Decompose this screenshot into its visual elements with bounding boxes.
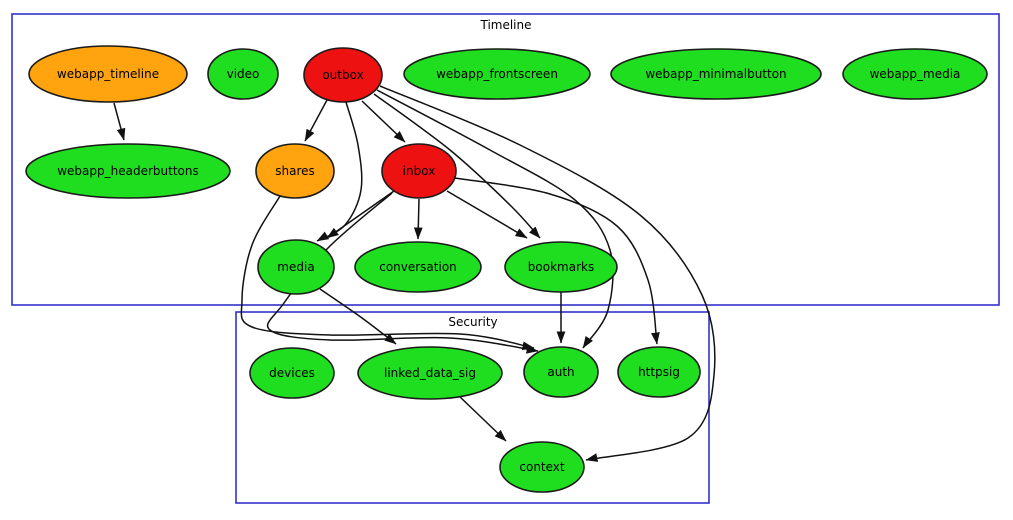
node-webapp_timeline (28, 45, 188, 103)
cluster-timeline-box (11, 13, 1000, 306)
node-label-bookmarks: bookmarks (528, 260, 594, 274)
node-devices (249, 347, 335, 399)
cluster-security-label: Security (448, 315, 497, 329)
node-shares (255, 143, 335, 199)
node-media (257, 239, 335, 295)
node-webapp_headerbuttons (25, 143, 231, 199)
node-label-outbox: outbox (322, 68, 363, 82)
edge-inbox-to-media (326, 190, 395, 239)
edge-inbox-to-conversation (413, 198, 423, 240)
edge-outbox-to-context (379, 85, 716, 462)
edge-linked_data_sig-to-context (458, 395, 507, 442)
node-label-shares: shares (275, 164, 315, 178)
cluster-timeline-label: Timeline (479, 18, 531, 32)
node-label-webapp_headerbuttons: webapp_headerbuttons (57, 164, 199, 178)
node-label-webapp_timeline: webapp_timeline (57, 67, 159, 81)
node-label-context: context (519, 460, 565, 474)
edge-shares-to-auth (240, 195, 535, 351)
node-conversation (354, 241, 482, 293)
edge-webapp_timeline-to-webapp_headerbuttons (113, 102, 126, 141)
node-label-media: media (277, 260, 314, 274)
node-label-video: video (227, 67, 260, 81)
edge-inbox-to-httpsig (454, 177, 660, 345)
edge-outbox-to-inbox (361, 100, 406, 143)
node-label-webapp_frontscreen: webapp_frontscreen (436, 67, 558, 81)
edge-outbox-to-auth (376, 89, 614, 349)
node-label-inbox: inbox (403, 164, 436, 178)
edges-layer (113, 85, 716, 462)
node-label-webapp_media: webapp_media (870, 67, 961, 81)
edge-outbox-to-bookmarks (373, 93, 541, 239)
node-bookmarks (504, 241, 618, 293)
node-webapp_media (842, 48, 988, 100)
node-label-auth: auth (547, 365, 574, 379)
node-label-webapp_minimalbutton: webapp_minimalbutton (645, 67, 786, 81)
node-label-httpsig: httpsig (638, 365, 680, 379)
node-outbox (303, 47, 383, 103)
node-auth (523, 346, 599, 398)
node-httpsig (617, 346, 701, 398)
node-label-linked_data_sig: linked_data_sig (384, 366, 476, 380)
edge-outbox-to-shares (304, 99, 328, 142)
node-video (207, 48, 279, 100)
node-inbox (381, 143, 457, 199)
node-label-devices: devices (269, 366, 315, 380)
node-webapp_minimalbutton (610, 48, 822, 100)
edge-inbox-to-bookmarks (446, 190, 528, 239)
node-webapp_frontscreen (403, 48, 591, 100)
nodes-layer: webapp_timeline video outbox webapp_frontsc… (25, 45, 988, 493)
node-context (499, 441, 585, 493)
node-linked_data_sig (357, 346, 503, 400)
node-label-conversation: conversation (379, 260, 457, 274)
edge-inbox-to-auth (266, 192, 539, 354)
edge-media-to-linked_data_sig (319, 288, 397, 345)
